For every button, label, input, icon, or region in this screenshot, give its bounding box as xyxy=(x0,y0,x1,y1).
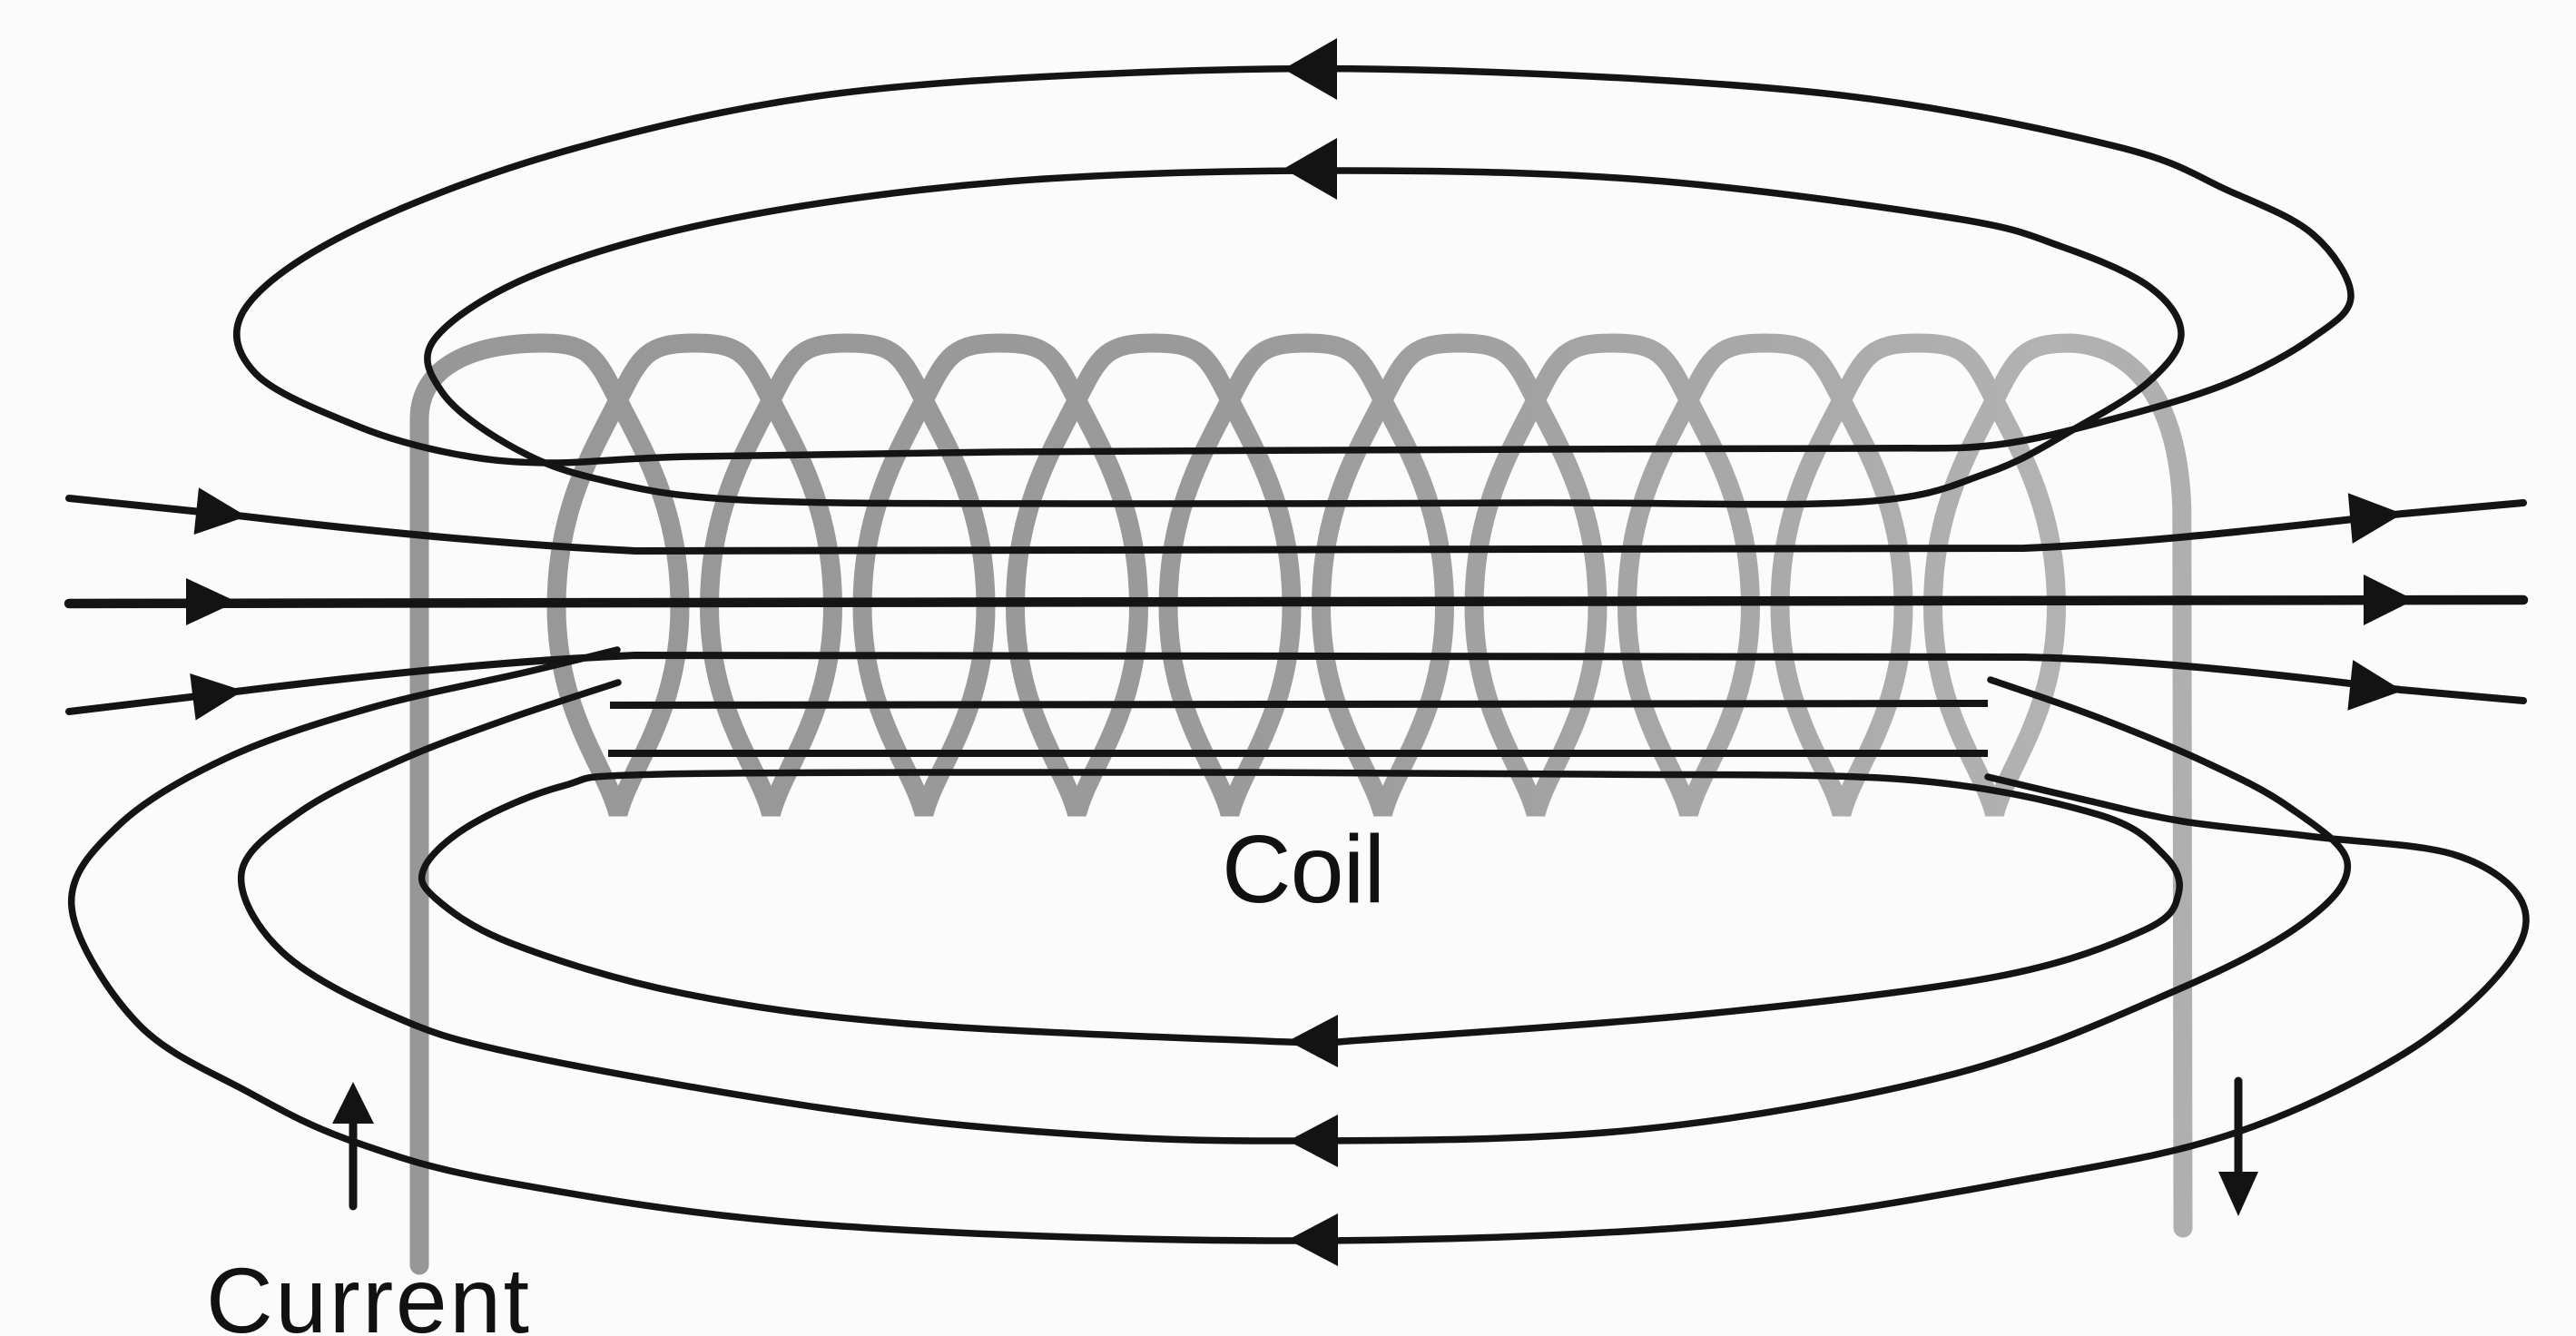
svg-text:Coil: Coil xyxy=(1222,816,1385,923)
svg-text:Current: Current xyxy=(206,1249,529,1336)
